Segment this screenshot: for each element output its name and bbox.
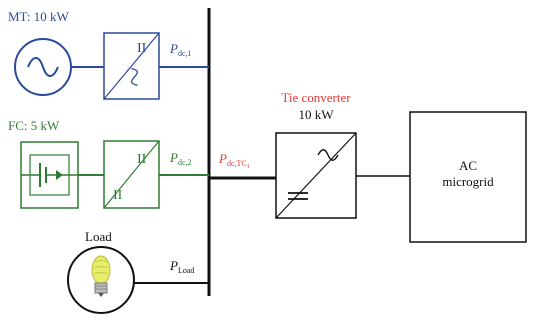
dc-ac-converter-icon (275, 132, 357, 219)
svg-text:II: II (113, 188, 123, 203)
svg-text:II: II (137, 152, 147, 167)
ac-microgrid-box (409, 111, 527, 243)
tie-converter-rating: 10 kW (298, 107, 334, 122)
dc-dc-converter-icon: II II (103, 140, 160, 209)
p-dc1-label: Pdc,1 (169, 41, 192, 58)
p-dc2-label: Pdc,2 (169, 150, 192, 167)
svg-text:II: II (137, 41, 147, 56)
tie-converter-title: Tie converter (281, 90, 351, 105)
ac-source-icon (14, 38, 72, 96)
ac-microgrid-label-line2: microgrid (442, 174, 494, 189)
ac-microgrid-label-line1: AC (459, 158, 477, 173)
ac-dc-converter-icon: II (103, 32, 160, 100)
load-label: Load (85, 229, 112, 244)
p-load-label: PLoad (169, 258, 194, 275)
fc-label: FC: 5 kW (8, 118, 60, 133)
fuel-cell-icon (20, 141, 79, 209)
p-dc-tc-label: Pdc,TC1 (218, 151, 250, 170)
lightbulb-icon (67, 246, 135, 314)
mt-label: MT: 10 kW (8, 9, 69, 24)
